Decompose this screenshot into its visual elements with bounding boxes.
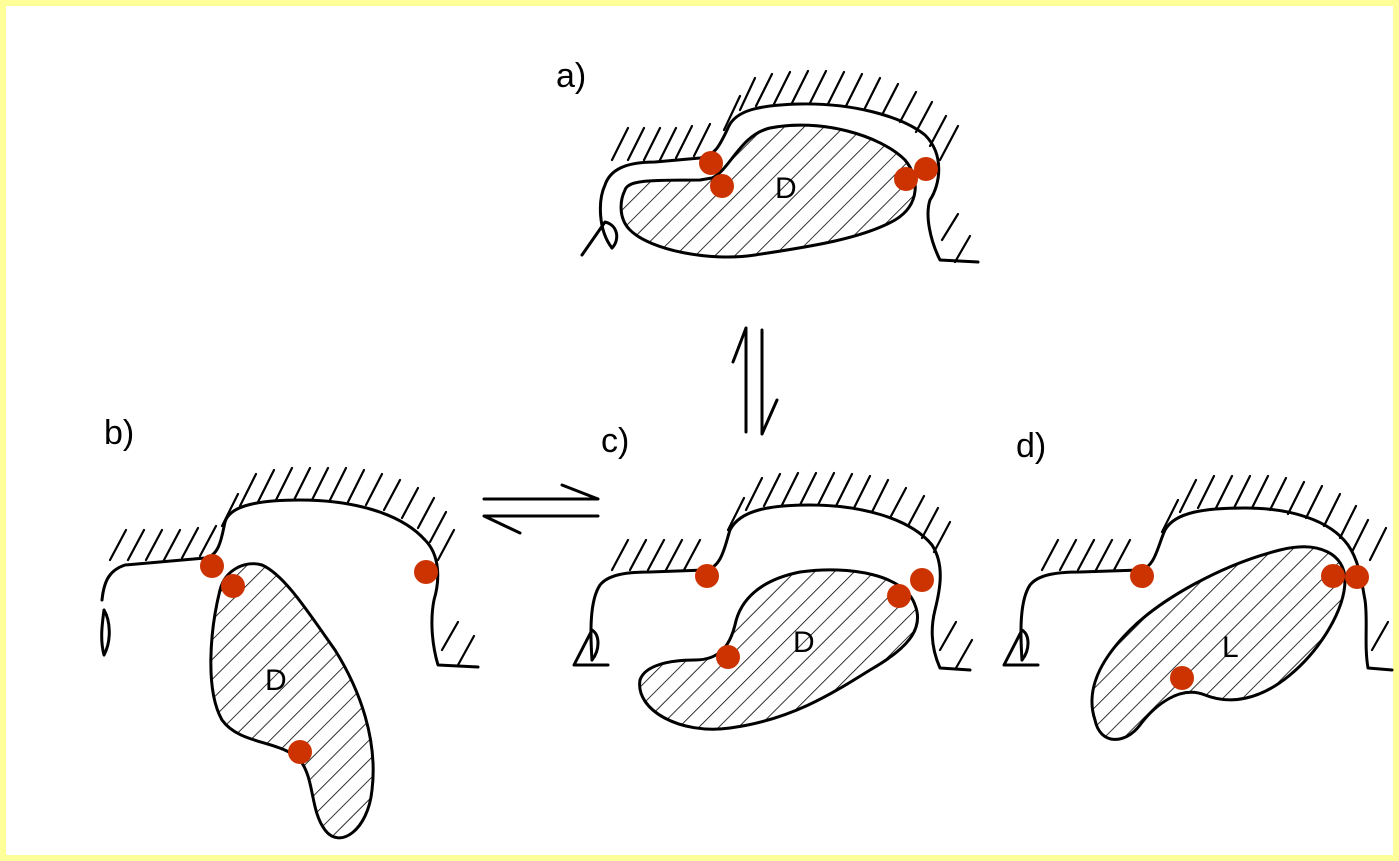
molecule-d <box>1092 547 1345 740</box>
panel-d-label: d) <box>1016 427 1046 465</box>
binding-site <box>221 574 245 598</box>
binding-site <box>414 560 438 584</box>
binding-site <box>1321 564 1345 588</box>
binding-site <box>1130 564 1154 588</box>
binding-site <box>1345 565 1369 589</box>
panel-b-label: b) <box>104 414 134 452</box>
panel-a-label: a) <box>556 57 586 95</box>
binding-site <box>887 584 911 608</box>
molecule-c-label: D <box>793 626 815 659</box>
binding-site <box>695 564 719 588</box>
molecule-b <box>211 564 373 838</box>
binding-site <box>288 740 312 764</box>
panel-c-label: c) <box>601 422 629 460</box>
binding-site <box>699 151 723 175</box>
panel-d: d) L <box>1004 427 1392 739</box>
panel-a: a) D <box>556 57 978 262</box>
panel-b: b) D <box>102 414 478 838</box>
equilibrium-arrow-vertical <box>733 328 777 434</box>
binding-site <box>200 554 224 578</box>
molecule-d-label: L <box>1222 631 1239 664</box>
binding-site <box>910 568 934 592</box>
molecule-b-label: D <box>265 664 287 697</box>
molecule-a <box>621 125 915 257</box>
binding-site <box>716 645 740 669</box>
binding-site <box>710 174 734 198</box>
molecule-a-label: D <box>775 172 797 205</box>
panel-c: c) D <box>574 422 972 729</box>
binding-site <box>1170 666 1194 690</box>
equilibrium-arrow-horizontal <box>484 485 598 533</box>
binding-site <box>914 157 938 181</box>
molecule-c <box>640 570 918 729</box>
